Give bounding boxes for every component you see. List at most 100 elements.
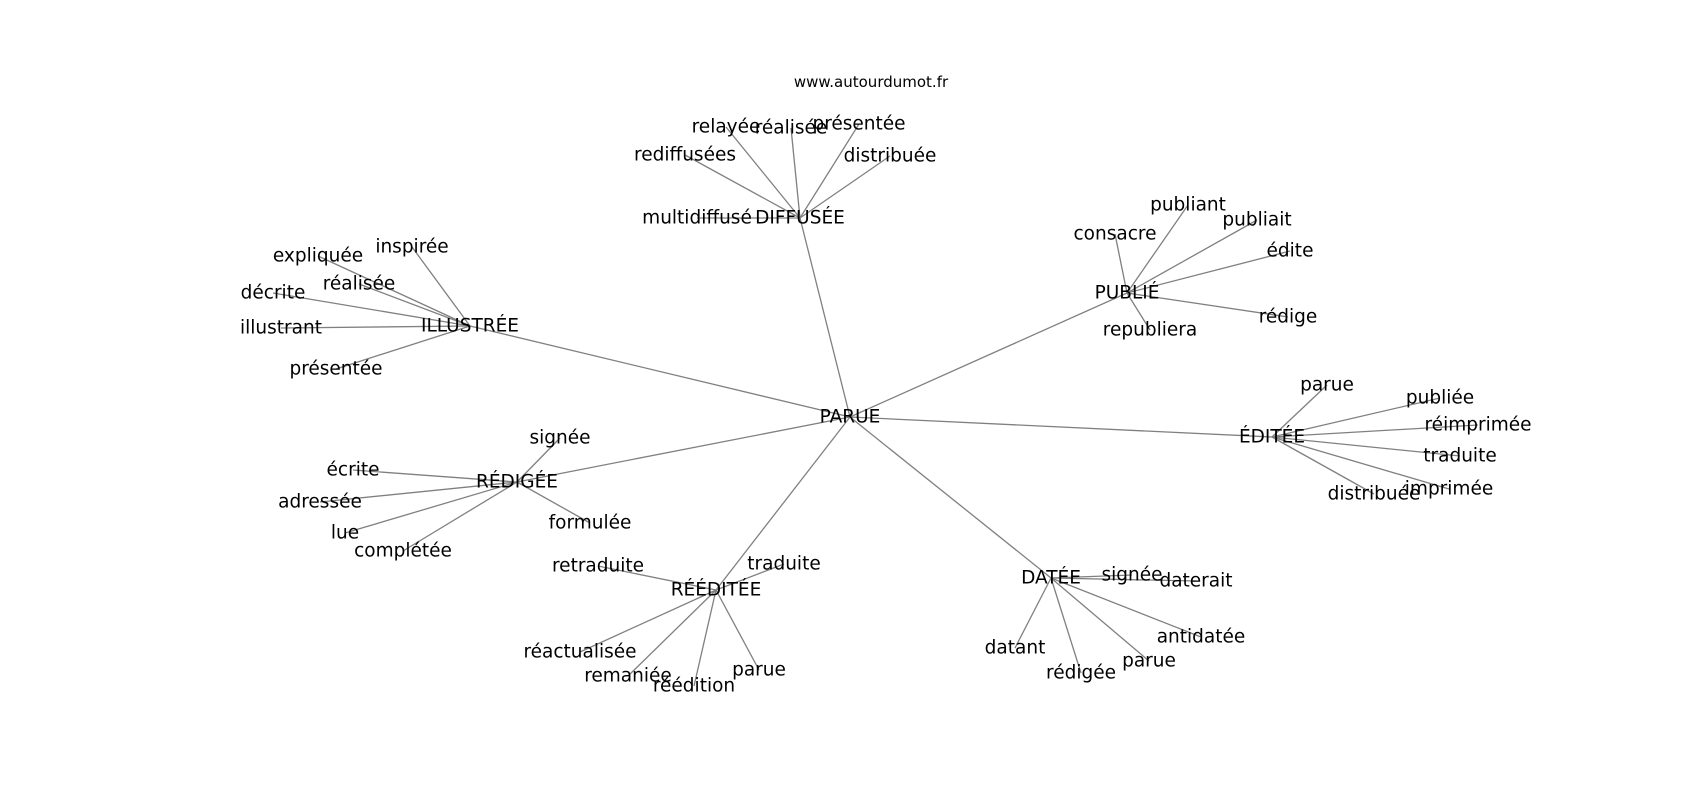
leaf-node: lue [331,523,359,544]
leaf-node: adressée [278,492,362,513]
edge-hub-leaf [799,155,891,219]
leaf-node: présentée [289,359,382,380]
edge-hub-leaf [358,283,471,327]
edge-hub-leaf [1126,250,1291,294]
edge-hub-leaf [516,481,591,524]
leaf-node: multidiffusé [642,208,752,229]
leaf-node: parue [732,660,786,681]
leaf-node: écrite [327,460,380,481]
edge-center-hub [849,416,1052,579]
leaf-node: publiant [1150,195,1226,216]
leaf-node: expliquée [273,246,363,267]
leaf-node: republiera [1103,320,1197,341]
edge-hub-leaf [1014,577,1052,649]
leaf-node: illustrant [240,318,322,339]
edge-hub-leaf [1050,577,1202,638]
graph-labels: PARUEDIFFUSÉErelayéeréaliséeprésentéered… [240,114,1532,697]
edge-hub-leaf [1126,292,1151,331]
leaf-node: rédigée [1046,663,1116,684]
edge-hub-leaf [402,481,518,552]
leaf-node: parue [1122,651,1176,672]
leaf-node: rédige [1259,307,1318,328]
hub-node: ÉDITÉE [1239,426,1305,448]
edge-hub-leaf [411,246,471,327]
edge-hub-leaf [1271,436,1461,457]
hub-node: DATÉE [1021,567,1081,589]
edge-hub-leaf [1271,397,1441,438]
edge-hub-leaf [790,127,801,219]
edge-hub-leaf [579,589,717,653]
hub-node: RÉDIGÉE [476,471,558,493]
edge-hub-leaf [1050,574,1133,579]
edge-hub-leaf [684,154,801,219]
edge-hub-leaf [799,123,860,219]
leaf-node: consacre [1074,224,1157,245]
edge-center-hub [715,416,851,591]
edge-hub-leaf [1050,577,1082,674]
hub-node: RÉÉDITÉE [671,579,762,601]
edge-hub-leaf [597,565,717,591]
leaf-node: réédition [653,676,735,697]
leaf-node: décrite [241,283,306,304]
leaf-node: distribuée [844,146,937,167]
leaf-node: daterait [1159,571,1232,592]
edge-hub-leaf [715,563,785,591]
edge-center-hub [469,325,851,418]
edge-hub-leaf [335,325,471,370]
graph-edges [272,123,1479,687]
edge-center-hub [799,217,851,418]
leaf-node: formulée [549,513,632,534]
source-watermark: www.autourdumot.fr [793,73,949,91]
leaf-node: relayée [692,117,761,138]
edge-hub-leaf [272,292,471,327]
edge-hub-leaf [1126,204,1189,294]
edge-hub-leaf [319,481,518,503]
leaf-node: antidatée [1157,627,1246,648]
leaf-node: parue [1300,375,1354,396]
center-node: PARUE [820,407,881,428]
edge-hub-leaf [1271,384,1328,438]
leaf-node: signée [529,428,590,449]
leaf-node: publiée [1406,388,1474,409]
hub-node: DIFFUSÉE [755,207,845,229]
edge-hub-leaf [693,589,717,687]
edge-hub-leaf [1126,292,1289,318]
leaf-node: réalisée [323,274,396,295]
edge-hub-leaf [352,469,518,483]
leaf-node: remaniée [584,666,672,687]
edge-hub-leaf [627,589,717,677]
edge-hub-leaf [1271,424,1479,438]
leaf-node: réimprimée [1424,415,1531,436]
edge-center-hub [516,416,851,483]
edge-hub-leaf [1271,436,1450,490]
leaf-node: signée [1101,565,1162,586]
edge-hub-leaf [1114,233,1128,294]
edge-center-hub [849,416,1273,438]
leaf-node: réalisée [755,118,828,139]
edge-hub-leaf [725,126,801,219]
leaf-node: publiait [1222,210,1291,231]
edge-hub-leaf [1126,219,1258,294]
hub-node: PUBLIÉ [1095,282,1160,304]
edge-hub-leaf [280,325,471,329]
leaf-node: traduite [1423,446,1496,467]
hub-node: ILLUSTRÉE [421,315,519,337]
edge-hub-leaf [1050,577,1150,662]
leaf-node: complétée [354,541,452,562]
edge-hub-leaf [344,481,518,534]
edge-hub-leaf [715,589,760,671]
edge-hub-leaf [516,437,561,483]
leaf-node: traduite [747,554,820,575]
edge-hub-leaf [317,255,471,327]
leaf-node: présentée [812,114,905,135]
leaf-node: retraduite [552,556,644,577]
leaf-node: imprimée [1405,479,1493,500]
edge-center-hub [849,292,1128,418]
leaf-node: datant [985,638,1046,659]
leaf-node: distribuée [1328,484,1421,505]
leaf-node: inspirée [375,237,448,258]
edge-hub-leaf [1271,436,1375,495]
edge-hub-leaf [1050,577,1197,582]
leaf-node: édite [1267,241,1314,262]
